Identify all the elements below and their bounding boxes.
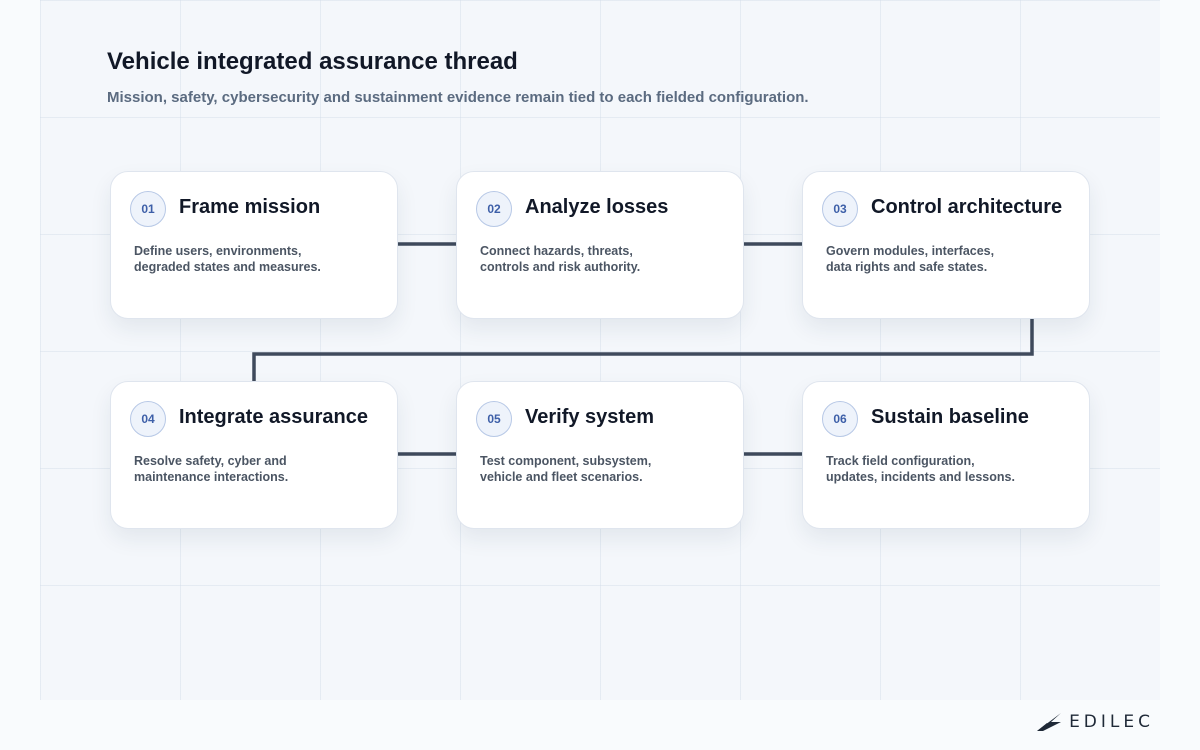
step-number-badge: 06 [822,401,858,437]
page-title: Vehicle integrated assurance thread [107,48,518,75]
step-card-analyze-losses: 02 Analyze losses Connect hazards, threa… [456,171,744,319]
step-number-badge: 01 [130,191,166,227]
step-number-badge: 05 [476,401,512,437]
step-card-integrate-assurance: 04 Integrate assurance Resolve safety, c… [110,381,398,529]
diagram-canvas [40,0,1160,700]
step-number-badge: 04 [130,401,166,437]
step-description: Track field configuration,updates, incid… [826,454,1015,484]
step-title: Control architecture [871,196,1063,218]
step-title: Verify system [525,406,654,428]
connector-03-04 [252,318,1034,381]
step-title: Integrate assurance [179,406,368,428]
step-card-sustain-baseline: 06 Sustain baseline Track field configur… [802,381,1090,529]
step-card-control-architecture: 03 Control architecture Govern modules, … [802,171,1090,319]
step-title: Frame mission [179,196,321,218]
step-description: Connect hazards, threats,controls and ri… [480,244,641,274]
step-title: Sustain baseline [871,406,1029,428]
step-title: Analyze losses [525,196,669,218]
step-description: Test component, subsystem,vehicle and fl… [480,454,652,484]
page-subtitle: Mission, safety, cybersecurity and susta… [107,89,809,106]
edilec-logo-icon [1037,713,1062,731]
step-card-frame-mission: 01 Frame mission Define users, environme… [110,171,398,319]
step-number-badge: 03 [822,191,858,227]
brand-name: EDILEC [1069,712,1154,732]
step-number-badge: 02 [476,191,512,227]
step-description: Define users, environments,degraded stat… [134,244,321,274]
step-description: Govern modules, interfaces,data rights a… [826,244,995,274]
step-card-verify-system: 05 Verify system Test component, subsyst… [456,381,744,529]
brand-logo: EDILEC [1035,711,1154,733]
